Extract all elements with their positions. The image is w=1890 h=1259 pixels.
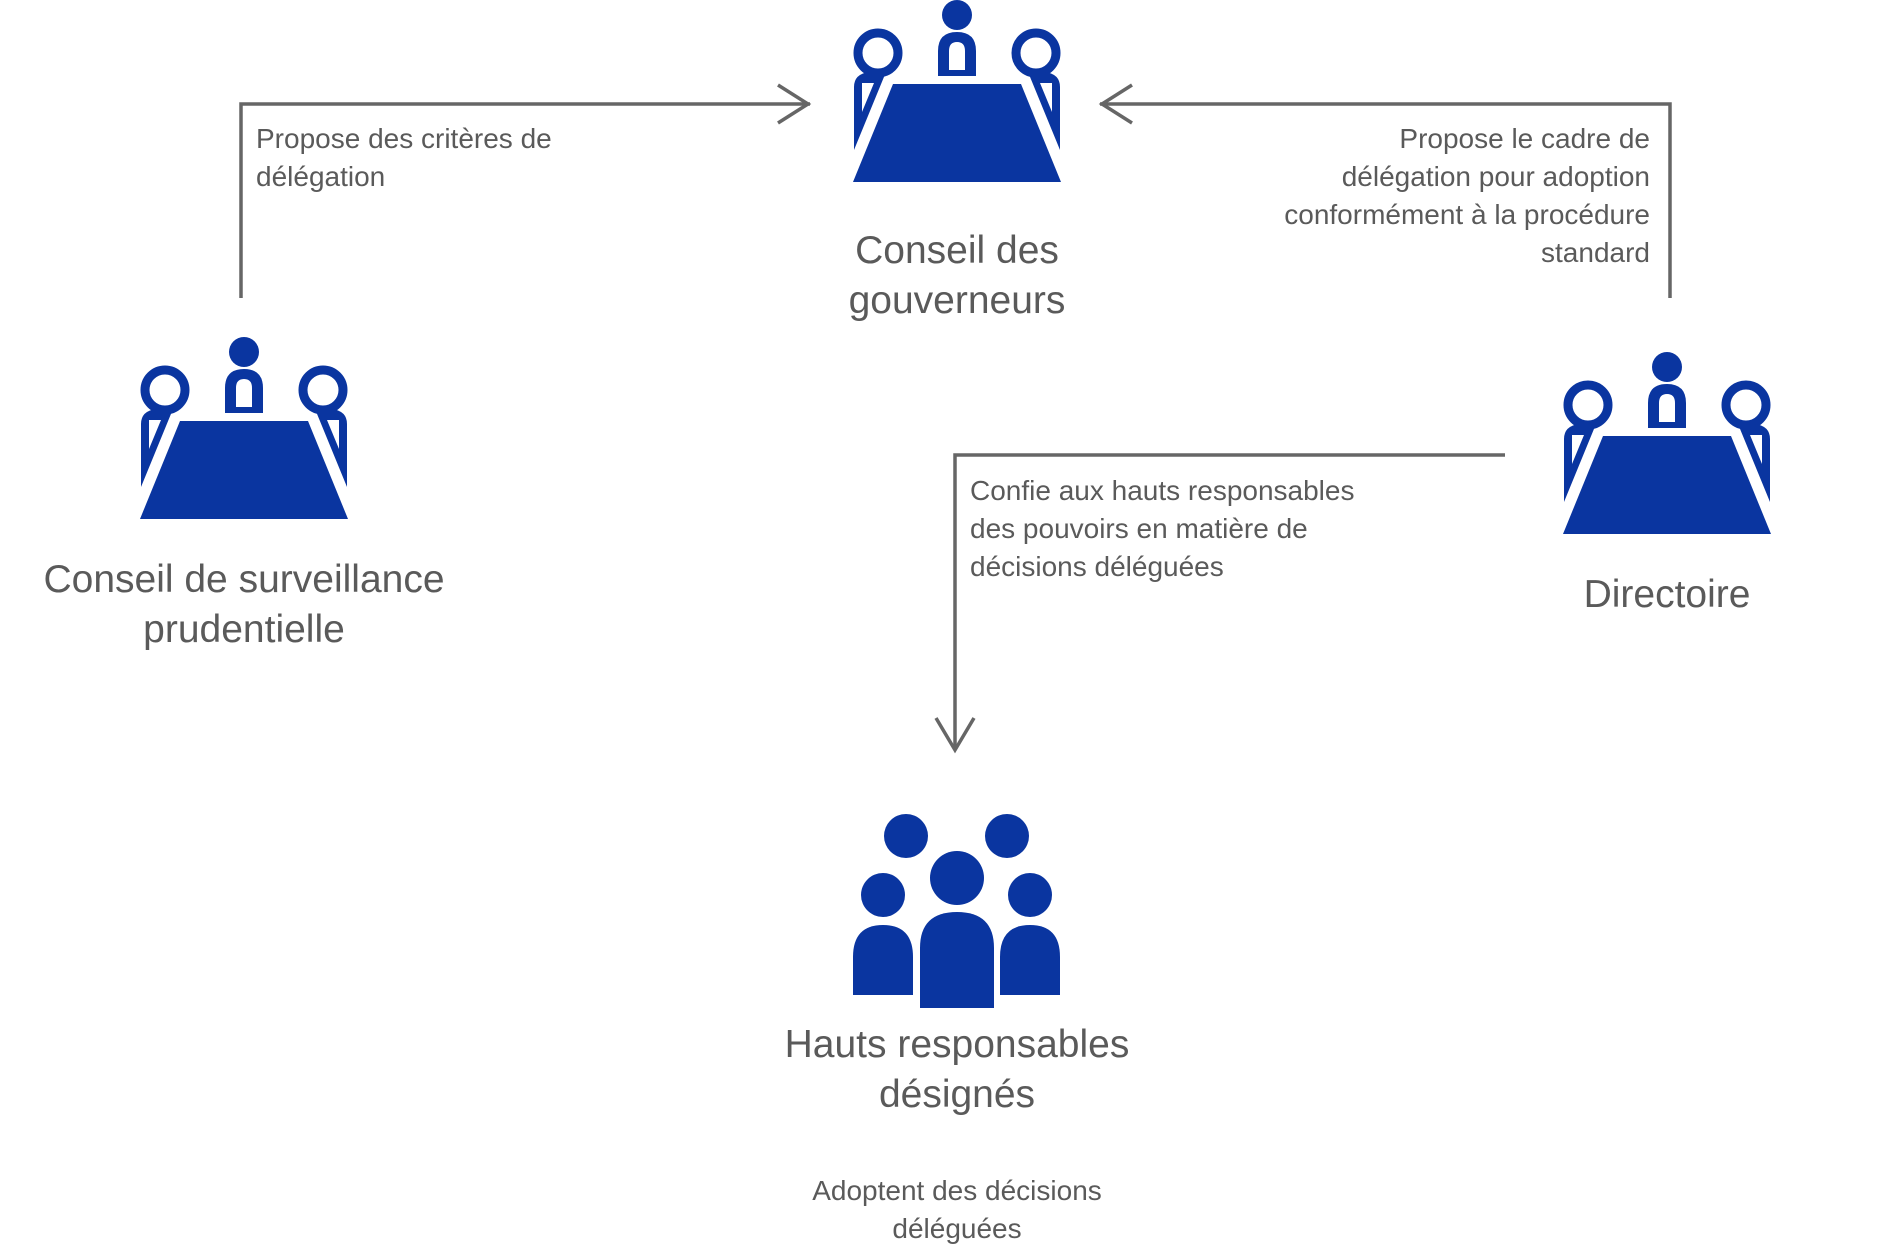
executive-meeting-icon	[1563, 352, 1771, 534]
edge-label-executive-to-senior: Confie aux hauts responsables des pouvoi…	[970, 472, 1354, 586]
senior-label-line-1: Hauts responsables	[784, 1023, 1130, 1066]
edge-label-line: des pouvoirs en matière de	[970, 513, 1308, 544]
senior-label: Hauts responsables désignés	[727, 1020, 1187, 1120]
supervisory-label-line-2: prudentielle	[143, 608, 345, 651]
edge-label-line: délégation pour adoption	[1341, 161, 1650, 192]
edge-label-line: Propose des critères de	[256, 123, 552, 154]
edge-label-line: standard	[1541, 237, 1650, 268]
edge-label-executive-to-governors: Propose le cadre de délégation pour adop…	[1180, 120, 1650, 272]
edge-supervisory-to-governors	[239, 83, 812, 298]
supervisory-label: Conseil de surveillance prudentielle	[14, 555, 474, 655]
supervisory-label-line-1: Conseil de surveillance	[43, 558, 445, 601]
edge-label-line: délégation	[256, 161, 386, 192]
edge-label-line: décisions déléguées	[970, 551, 1224, 582]
senior-action-label: Adoptent des décisions déléguées	[757, 1172, 1157, 1248]
executive-label: Directoire	[1517, 570, 1817, 620]
governors-label: Conseil des gouverneurs	[757, 226, 1157, 326]
edge-label-line: Confie aux hauts responsables	[970, 475, 1355, 506]
edge-executive-to-senior	[934, 453, 1505, 754]
senior-label-line-2: désignés	[878, 1073, 1036, 1116]
edge-label-line: conformément à la procédure	[1284, 199, 1650, 230]
governors-label-line-2: gouverneurs	[848, 279, 1066, 322]
senior-action-line-2: déléguées	[892, 1213, 1022, 1244]
edge-executive-to-governors	[1098, 83, 1672, 298]
senior-action-line-1: Adoptent des décisions	[812, 1175, 1102, 1206]
governors-label-line-1: Conseil des	[855, 229, 1059, 272]
supervisory-meeting-icon	[140, 337, 348, 519]
edge-label-supervisory-to-governors: Propose des critères de délégation	[256, 120, 552, 196]
governors-meeting-icon	[853, 0, 1061, 182]
senior-group-icon	[853, 814, 1060, 1008]
executive-label-line-1: Directoire	[1583, 573, 1751, 616]
edge-label-line: Propose le cadre de	[1399, 123, 1650, 154]
